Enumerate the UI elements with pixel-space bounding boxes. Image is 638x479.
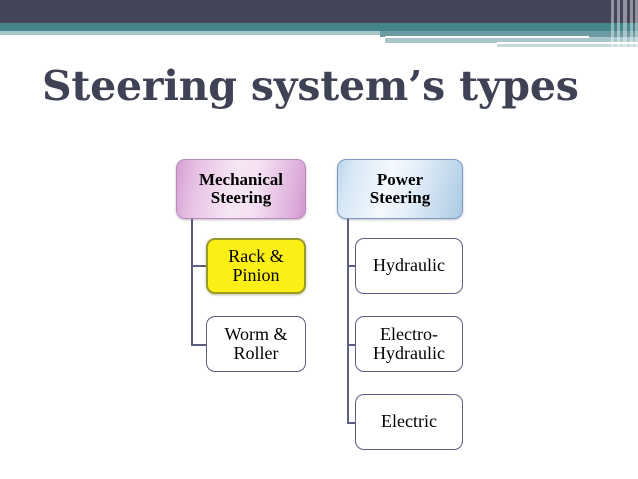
node-worm-and-roller[interactable]: Worm &Roller — [206, 316, 306, 372]
node-label: Rack &Pinion — [228, 245, 284, 285]
header-vertical-stripe-2 — [617, 0, 620, 52]
connector-power-to-electric — [347, 422, 356, 424]
header-band-navy — [0, 0, 638, 23]
connector-mechanical-to-worm — [191, 344, 207, 346]
node-label: Electro-Hydraulic — [373, 323, 445, 363]
header-vertical-stripe-5 — [635, 0, 638, 52]
connector-power-trunk — [347, 219, 349, 424]
node-label: Electric — [381, 411, 437, 432]
connector-power-to-electro-hydraulic — [347, 344, 356, 346]
header-band-lightblue — [0, 31, 638, 35]
node-rack-and-pinion[interactable]: Rack &Pinion — [206, 238, 306, 294]
header-vertical-stripe-3 — [623, 0, 627, 52]
header-band-teal — [0, 23, 638, 31]
header-bar-pale-right-lower — [497, 43, 638, 47]
node-label: Hydraulic — [373, 255, 445, 276]
connector-mechanical-trunk — [191, 219, 193, 346]
header-vertical-stripe-1 — [611, 0, 614, 52]
header-bar-teal-right — [380, 31, 638, 37]
header-bar-pale-right — [385, 37, 638, 43]
header-bar-white-split — [385, 36, 589, 38]
node-label: Worm &Roller — [224, 323, 288, 363]
header-bar-white-split-lower — [497, 42, 638, 44]
page-title: Steering system’s types — [42, 62, 579, 110]
connector-mechanical-to-rack — [191, 265, 207, 267]
node-electric[interactable]: Electric — [355, 394, 463, 450]
node-hydraulic[interactable]: Hydraulic — [355, 238, 463, 294]
header-decoration — [0, 0, 638, 52]
header-vertical-stripe-4 — [630, 0, 633, 52]
connector-power-to-hydraulic — [347, 265, 356, 267]
node-electro-hydraulic[interactable]: Electro-Hydraulic — [355, 316, 463, 372]
